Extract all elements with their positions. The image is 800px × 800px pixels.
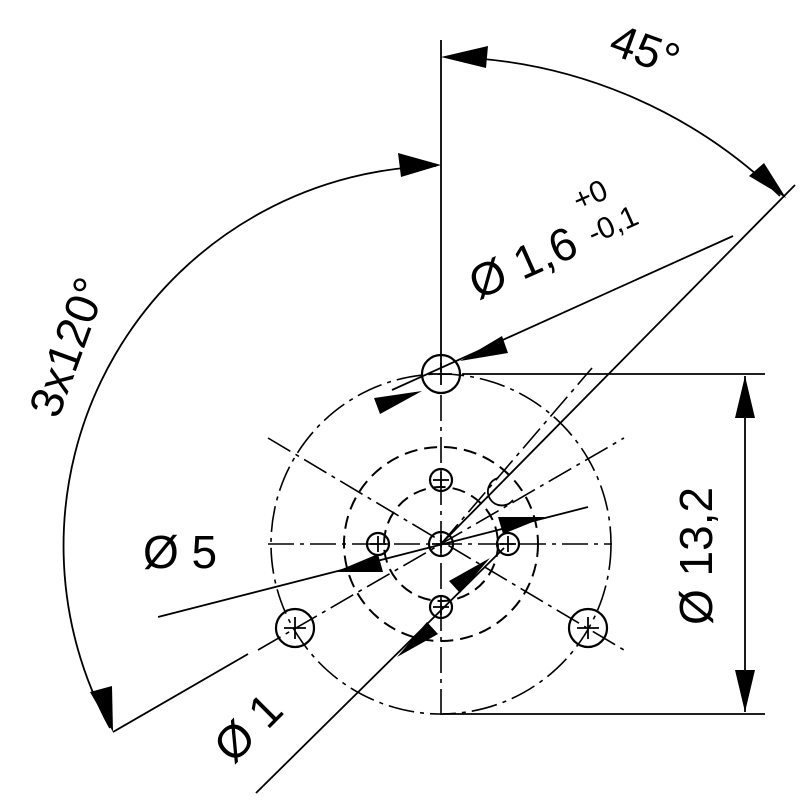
angle-45-arrow-right: [749, 163, 786, 198]
angle-45-extension-line: [440, 184, 796, 545]
inner-diameter-arrow-left: [335, 554, 383, 572]
angle-45-arc: [446, 56, 781, 197]
hole-bottom-right: [567, 607, 609, 649]
pins: [365, 467, 521, 620]
angle-120-arc: [62, 165, 437, 729]
hole-diameter-dimension: Ø 1,6 +0 -0,1: [374, 174, 734, 414]
diagonal-center-line-150: [267, 437, 625, 651]
angle-120-label: 3x120°: [19, 271, 117, 424]
hole-top: [420, 353, 462, 395]
inner-diameter-label: Ø 5: [143, 526, 217, 578]
pin-top: [428, 467, 454, 493]
angle-120-arrow-top: [398, 153, 441, 177]
pin-left: [365, 531, 391, 557]
angle-3x120-dimension: 3x120°: [19, 153, 441, 733]
pitch-arrow-top: [735, 376, 755, 418]
pin-right: [495, 531, 521, 557]
pin-diameter-arrow-upper: [449, 558, 490, 593]
pitch-diameter-label: Ø 13,2: [670, 487, 722, 625]
pin-diameter-label: Ø 1: [203, 683, 292, 772]
angle-45-label: 45°: [604, 13, 687, 86]
hidden-circle-outer: [343, 446, 539, 642]
hole-diameter-arrow-upper: [460, 336, 508, 361]
hole-diameter-label: Ø 1,6: [461, 216, 585, 309]
pitch-diameter-dimension: Ø 13,2: [441, 373, 765, 715]
pitch-arrow-bottom: [735, 670, 755, 712]
diagonal-center-line-45: [440, 367, 593, 545]
angle-120-arrow-bottom: [90, 686, 113, 732]
mounting-holes: [274, 353, 609, 649]
keyway-notch: [487, 477, 514, 507]
hole-bottom-left: [274, 607, 316, 649]
pin-bottom: [428, 594, 454, 620]
pin-diameter-arrow-lower: [397, 622, 438, 657]
hole-diameter-leader: [391, 235, 734, 391]
inner-diameter-arrow-right: [498, 517, 545, 534]
angle-120-extension-line: [112, 653, 249, 733]
hole-diameter-arrow-lower: [374, 391, 422, 414]
inner-diameter-dimension: Ø 5: [143, 506, 589, 618]
angle-45-arrow-left: [441, 46, 488, 68]
